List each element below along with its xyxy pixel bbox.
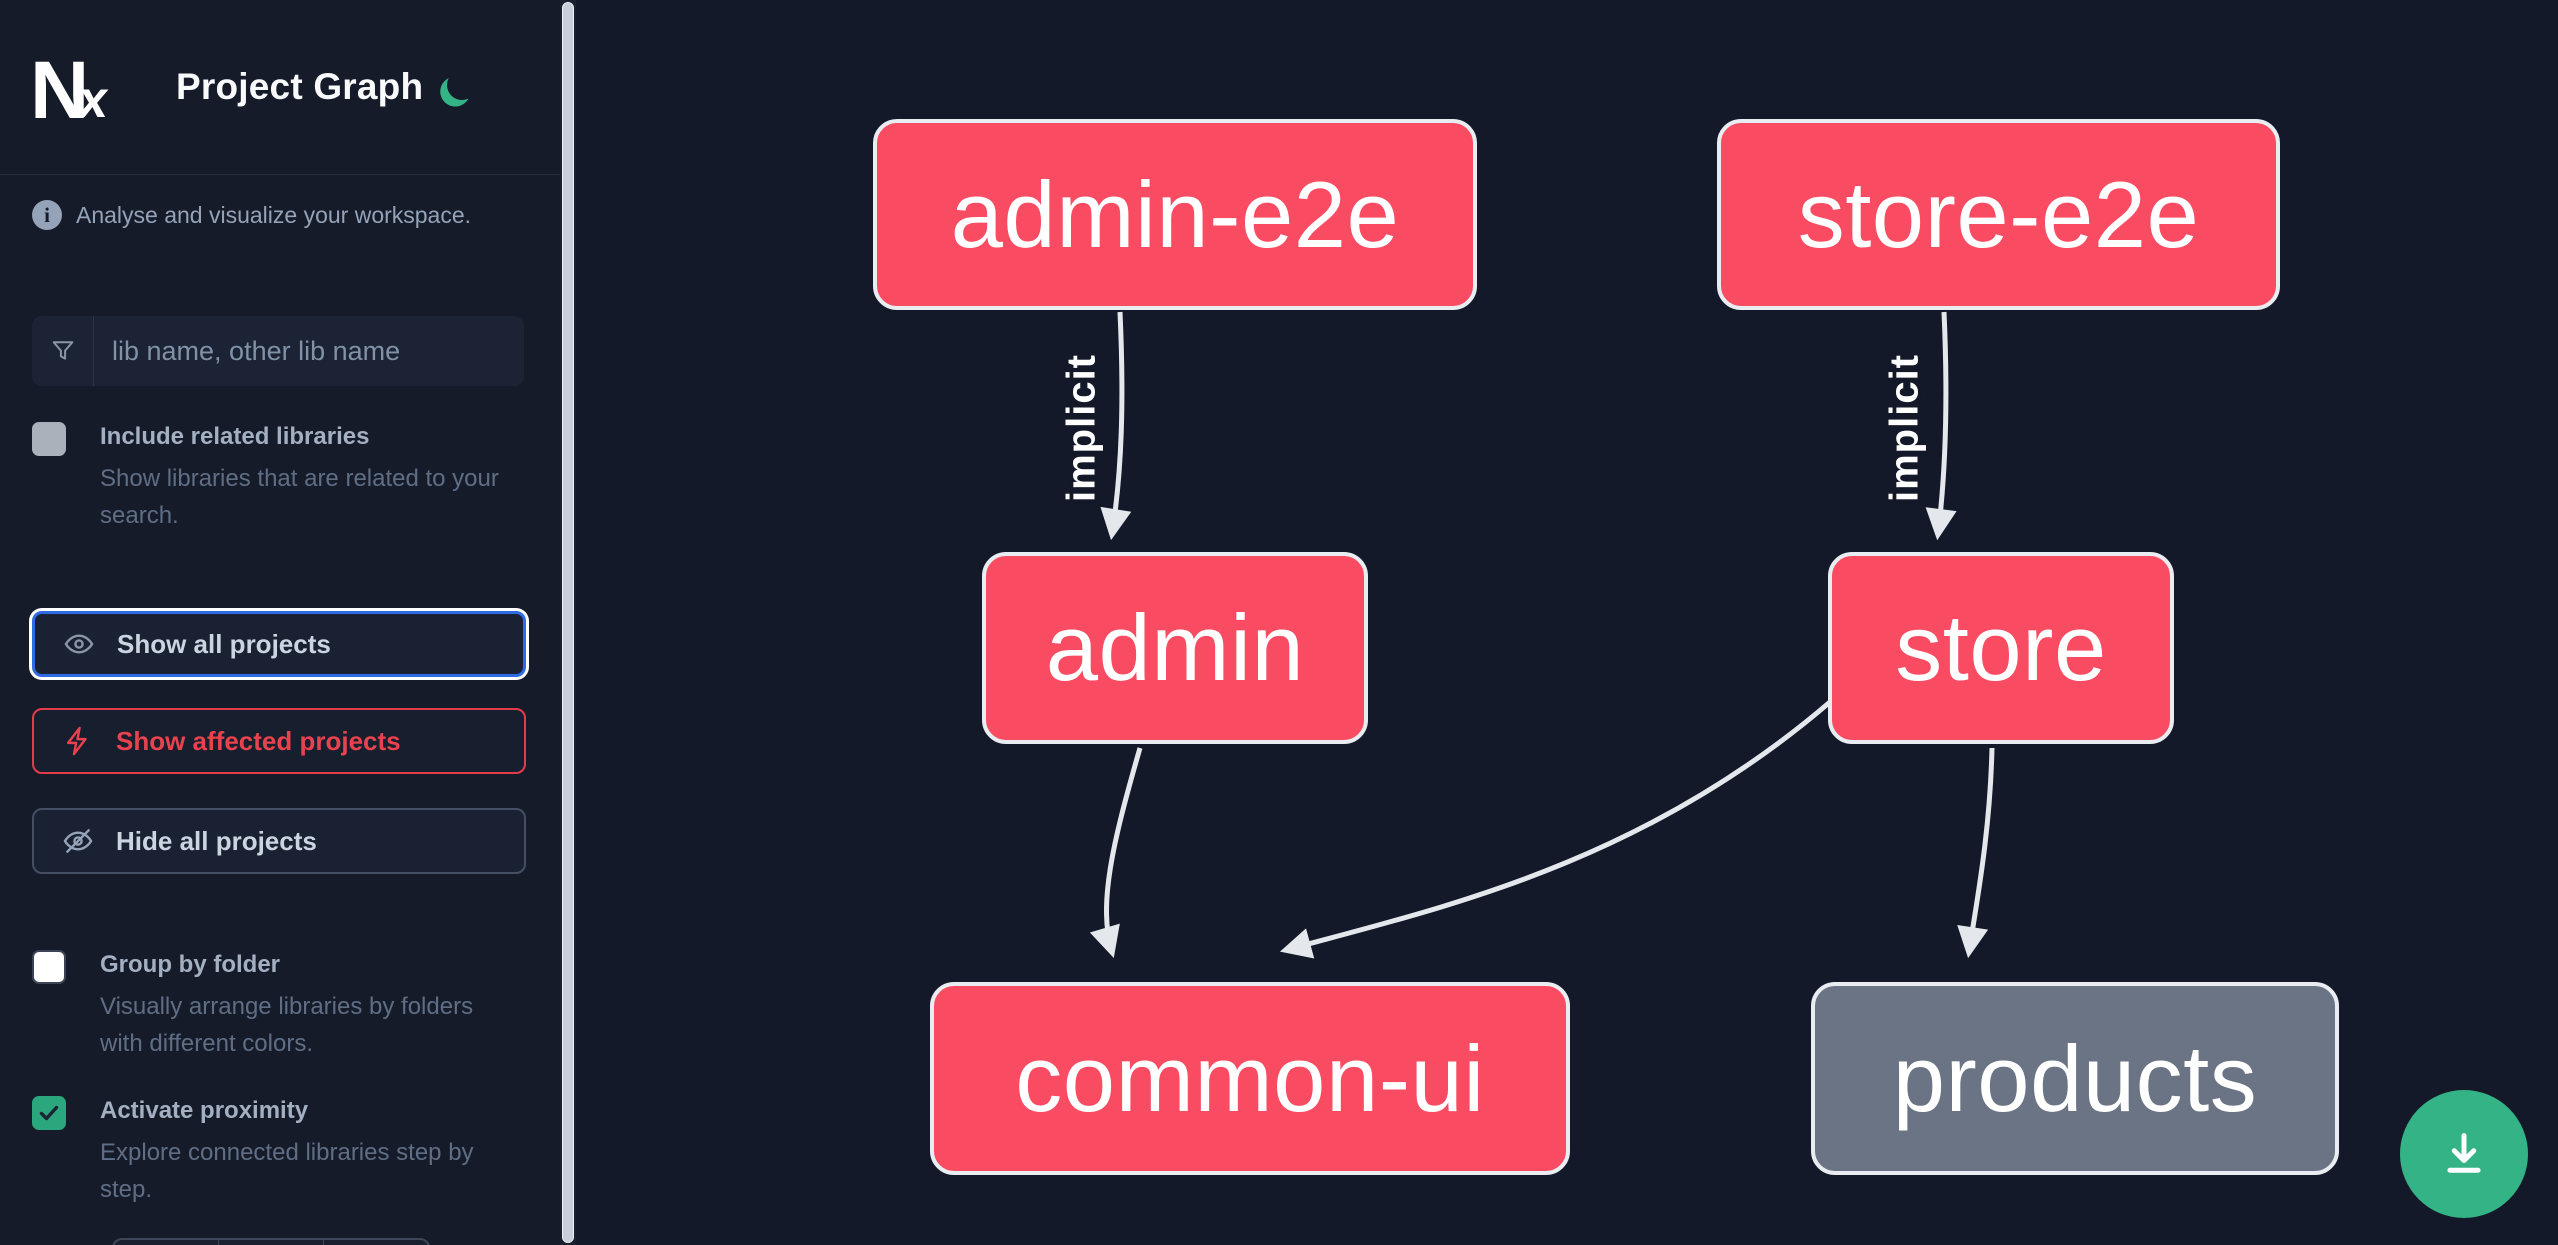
- download-icon: [2447, 1133, 2481, 1173]
- toggle-include-related[interactable]: Include related libraries Show libraries…: [32, 420, 532, 534]
- hide-all-projects-button[interactable]: Hide all projects: [32, 808, 526, 874]
- node-admin[interactable]: admin: [982, 552, 1368, 744]
- node-common-ui[interactable]: common-ui: [930, 982, 1570, 1175]
- bolt-icon: [66, 726, 87, 756]
- toggle-description: Explore connected libraries step by step…: [100, 1139, 474, 1203]
- page-title: Project Graph: [176, 66, 424, 107]
- button-label: Show affected projects: [116, 725, 401, 756]
- show-all-projects-button[interactable]: Show all projects: [32, 611, 526, 677]
- toggle-activate-proximity[interactable]: Activate proximity Explore connected lib…: [32, 1094, 532, 1208]
- depth-segment[interactable]: [324, 1240, 428, 1245]
- node-products[interactable]: products: [1811, 982, 2339, 1175]
- toggle-label: Include related libraries: [100, 423, 370, 450]
- checkbox-unchecked-icon[interactable]: [32, 422, 66, 456]
- filter-box: [32, 316, 524, 386]
- eye-off-icon: [63, 829, 93, 853]
- node-store-e2e[interactable]: store-e2e: [1717, 119, 2280, 310]
- toggle-label: Activate proximity: [100, 1097, 309, 1124]
- toggle-group-by-folder[interactable]: Group by folder Visually arrange librari…: [32, 948, 532, 1062]
- node-admin-e2e[interactable]: admin-e2e: [873, 119, 1477, 310]
- button-label: Show all projects: [117, 628, 331, 659]
- tagline-text: Analyse and visualize your workspace.: [76, 201, 472, 228]
- proximity-depth-control[interactable]: [112, 1238, 430, 1245]
- eye-icon: [64, 634, 94, 654]
- filter-input[interactable]: [94, 316, 524, 386]
- edge-label-implicit: implicit: [1059, 353, 1104, 503]
- edge-label-implicit: implicit: [1882, 353, 1927, 503]
- dark-mode-moon-icon[interactable]: [444, 67, 480, 103]
- toggle-description: Visually arrange libraries by folders wi…: [100, 993, 474, 1057]
- toggle-description: Show libraries that are related to your …: [100, 465, 499, 529]
- tagline-row: i Analyse and visualize your workspace.: [32, 200, 532, 230]
- checkbox-unchecked-icon[interactable]: [32, 950, 66, 984]
- checkbox-checked-icon[interactable]: [32, 1096, 66, 1130]
- toggle-label: Group by folder: [100, 951, 280, 978]
- funnel-icon: [32, 316, 94, 386]
- depth-segment[interactable]: [114, 1240, 219, 1245]
- button-label: Hide all projects: [116, 825, 317, 856]
- sidebar-scrollbar[interactable]: [560, 0, 576, 1245]
- info-icon: i: [32, 200, 62, 230]
- nx-logo-n: N: [30, 44, 89, 136]
- depth-segment[interactable]: [219, 1240, 324, 1245]
- download-graph-button[interactable]: [2400, 1090, 2528, 1218]
- sidebar-scrollbar-thumb[interactable]: [562, 2, 574, 1243]
- nx-logo-x: x: [75, 71, 113, 130]
- check-icon: [39, 1105, 59, 1121]
- show-affected-projects-button[interactable]: Show affected projects: [32, 708, 526, 774]
- node-store[interactable]: store: [1828, 552, 2174, 744]
